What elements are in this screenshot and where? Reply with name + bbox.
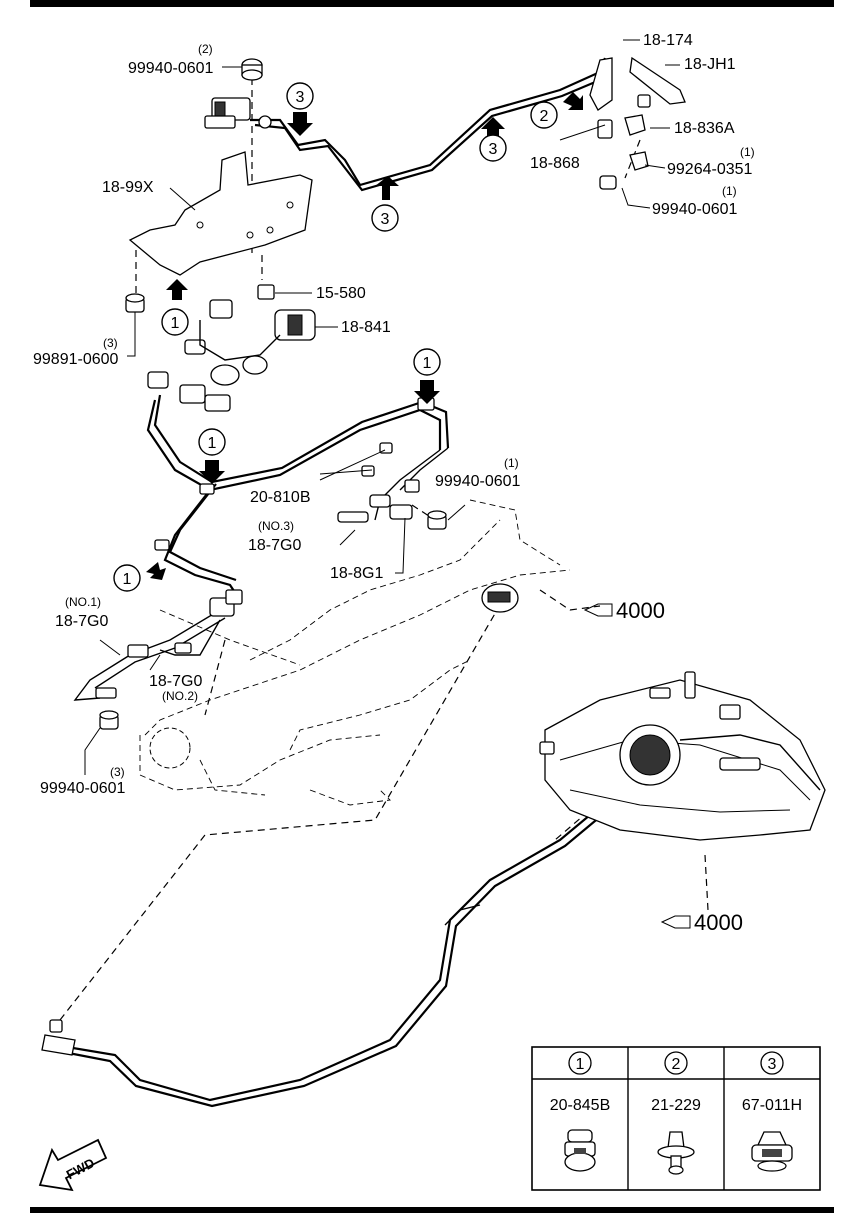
legend-part-3: 67-011H xyxy=(742,1097,802,1114)
clip-icon xyxy=(564,1129,596,1172)
label-99940-bottom-qty: (3) xyxy=(110,765,125,779)
svg-text:1: 1 xyxy=(423,355,432,372)
marker-1-b: 1 xyxy=(413,348,441,376)
svg-text:3: 3 xyxy=(381,211,390,228)
clip-icon xyxy=(657,1131,695,1175)
svg-text:3: 3 xyxy=(768,1056,777,1073)
label-99891-qty: (3) xyxy=(103,336,118,350)
label-18-836a: 18-836A xyxy=(674,120,735,137)
legend-part-1: 20-845B xyxy=(550,1097,611,1114)
legend-header-1: 1 xyxy=(568,1051,592,1075)
marker-3-a: 3 xyxy=(286,82,314,110)
harness-connectors xyxy=(95,397,435,699)
label-18-jh1: 18-JH1 xyxy=(684,56,736,73)
label-99264-qty: (1) xyxy=(740,145,755,159)
label-18-7g0-no1: 18-7G0 xyxy=(55,613,108,630)
valve-cluster-18-841 xyxy=(147,284,316,412)
legend-header-2: 2 xyxy=(664,1051,688,1075)
label-99264: 99264-0351 xyxy=(667,161,753,178)
marker-1-a: 1 xyxy=(161,308,189,336)
label-18-8g1: 18-8G1 xyxy=(330,565,383,582)
label-18-7g0-no3: 18-7G0 xyxy=(248,537,301,554)
pipe-routing xyxy=(54,57,626,1108)
marker-3-c: 3 xyxy=(479,134,507,162)
label-18-7g0-no1-tag: (NO.1) xyxy=(65,595,101,609)
label-99940-tr: 99940-0601 xyxy=(652,201,738,218)
label-15-580: 15-580 xyxy=(316,285,366,302)
label-18-174: 18-174 xyxy=(643,32,693,49)
label-18-7g0-no3-tag: (NO.3) xyxy=(258,519,294,533)
ref-4000-upper: 4000 xyxy=(583,598,665,623)
bracket-18-99x xyxy=(128,151,313,276)
svg-text:4000: 4000 xyxy=(694,910,743,935)
nut-top-right xyxy=(599,175,617,190)
label-99940-tl-qty: (2) xyxy=(198,42,213,56)
purge-solenoid xyxy=(204,97,272,129)
label-99940-tl: 99940-0601 xyxy=(128,60,214,77)
clip-icon xyxy=(751,1131,793,1172)
svg-text:2: 2 xyxy=(672,1056,681,1073)
svg-text:3: 3 xyxy=(296,89,305,106)
svg-text:4000: 4000 xyxy=(616,598,665,623)
callout-leaders xyxy=(84,39,680,775)
nut-top-left xyxy=(241,58,263,81)
label-99940-bottom: 99940-0601 xyxy=(40,780,126,797)
arrow-icon xyxy=(146,92,583,580)
fuel-tank xyxy=(539,671,826,841)
svg-text:1: 1 xyxy=(576,1056,585,1073)
marker-1-c: 1 xyxy=(198,428,226,456)
filler-neck xyxy=(41,1019,76,1056)
svg-text:1: 1 xyxy=(171,315,180,332)
callout-labels: 18-174 18-JH1 18-836A 18-868 (1) 99264-0… xyxy=(33,32,755,797)
nut-99891 xyxy=(125,293,145,313)
svg-text:1: 1 xyxy=(208,435,217,452)
canister-ref-upper xyxy=(481,583,519,613)
nut-mid xyxy=(427,510,447,530)
label-18-7g0-no2-tag: (NO.2) xyxy=(162,689,198,703)
svg-text:2: 2 xyxy=(540,108,549,125)
fwd-arrow-icon: FWD xyxy=(38,1138,108,1192)
legend-part-2: 21-229 xyxy=(651,1097,701,1114)
label-18-868: 18-868 xyxy=(530,155,580,172)
legend-header-3: 3 xyxy=(760,1051,784,1075)
nut-bottom xyxy=(99,710,119,730)
label-99940-mid: 99940-0601 xyxy=(435,473,521,490)
ref-4000-lower: 4000 xyxy=(660,910,743,935)
label-20-810b: 20-810B xyxy=(250,489,311,506)
filler-pipe-hardware xyxy=(589,56,686,171)
body-outline xyxy=(139,499,571,806)
svg-text:1: 1 xyxy=(123,571,132,588)
marker-2: 2 xyxy=(530,101,558,129)
marker-1-d: 1 xyxy=(113,564,141,592)
label-99940-tr-qty: (1) xyxy=(722,184,737,198)
top-border xyxy=(30,0,834,7)
bottom-border xyxy=(30,1207,834,1213)
svg-text:3: 3 xyxy=(489,141,498,158)
marker-3-b: 3 xyxy=(371,204,399,232)
label-99891: 99891-0600 xyxy=(33,351,119,368)
label-18-841: 18-841 xyxy=(341,319,391,336)
label-99940-mid-qty: (1) xyxy=(504,456,519,470)
clip-legend-table: 1 2 3 20-845B 21-229 67-011H xyxy=(531,1046,821,1191)
label-18-99x: 18-99X xyxy=(102,179,154,196)
label-18-7g0-no2: 18-7G0 xyxy=(149,673,202,690)
